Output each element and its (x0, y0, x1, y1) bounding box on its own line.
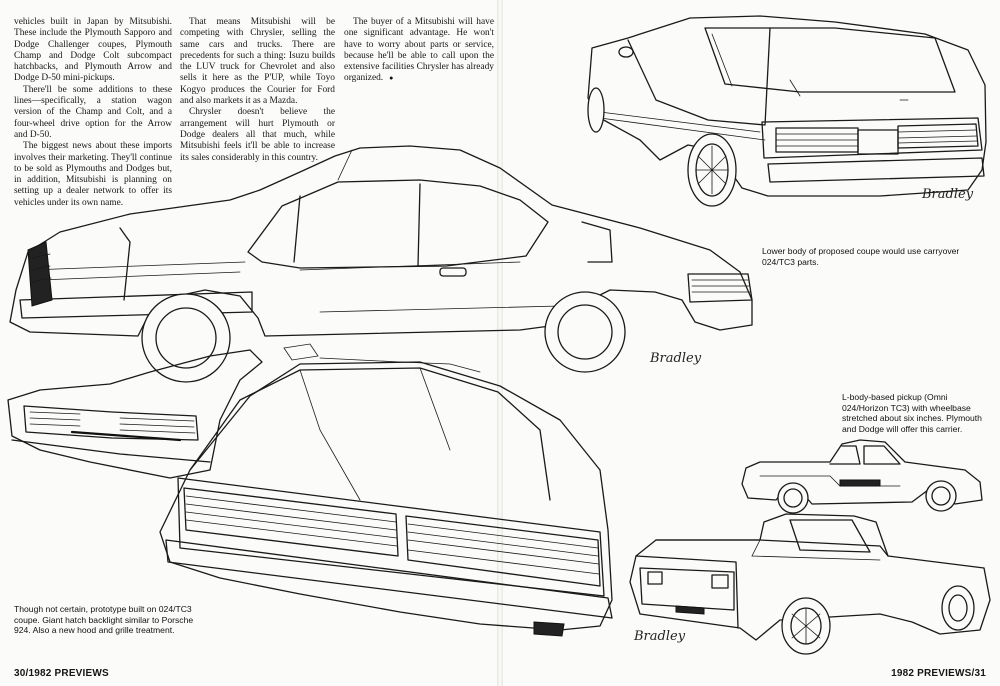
article-column-2: That means Mitsubishi will be competing … (180, 17, 335, 164)
paragraph: That means Mitsubishi will be competing … (180, 17, 335, 107)
prototype-front-sketch (159, 343, 613, 637)
artist-signature-rear: Bradley (921, 187, 974, 202)
artist-signature-pickup: Bradley (633, 629, 686, 644)
pickup-side-sketch (741, 439, 983, 514)
coupe-rear-sketch: Bradley (587, 15, 987, 207)
paragraph-text: The buyer of a Mitsubishi will have one … (344, 17, 494, 84)
end-mark: ● (389, 74, 394, 83)
paragraph: The biggest news about these imports inv… (14, 141, 172, 208)
article-column-1: vehicles built in Japan by Mitsubishi. T… (14, 17, 172, 209)
caption-pickup: L-body-based pickup (Omni 024/Horizon TC… (842, 392, 982, 434)
caption-coupe-rear: Lower body of proposed coupe would use c… (762, 246, 960, 267)
folio-right: 1982 PREVIEWS/31 (891, 668, 986, 679)
artist-signature-main: Bradley (649, 351, 702, 366)
folio-left: 30/1982 PREVIEWS (14, 668, 109, 679)
article-column-3: The buyer of a Mitsubishi will have one … (344, 17, 494, 85)
paragraph: The buyer of a Mitsubishi will have one … (344, 17, 494, 85)
paragraph: Chrysler doesn't believe the arrangement… (180, 107, 335, 163)
page-gutter (497, 0, 503, 686)
paragraph: vehicles built in Japan by Mitsubishi. T… (14, 17, 172, 84)
caption-prototype: Though not certain, prototype built on 0… (14, 604, 194, 636)
paragraph: There'll be some additions to these line… (14, 84, 172, 140)
coupe-front-sketch (7, 349, 263, 479)
coupe-side-sketch: Bradley (9, 145, 753, 383)
pickup-rear-sketch: Bradley (629, 513, 991, 655)
